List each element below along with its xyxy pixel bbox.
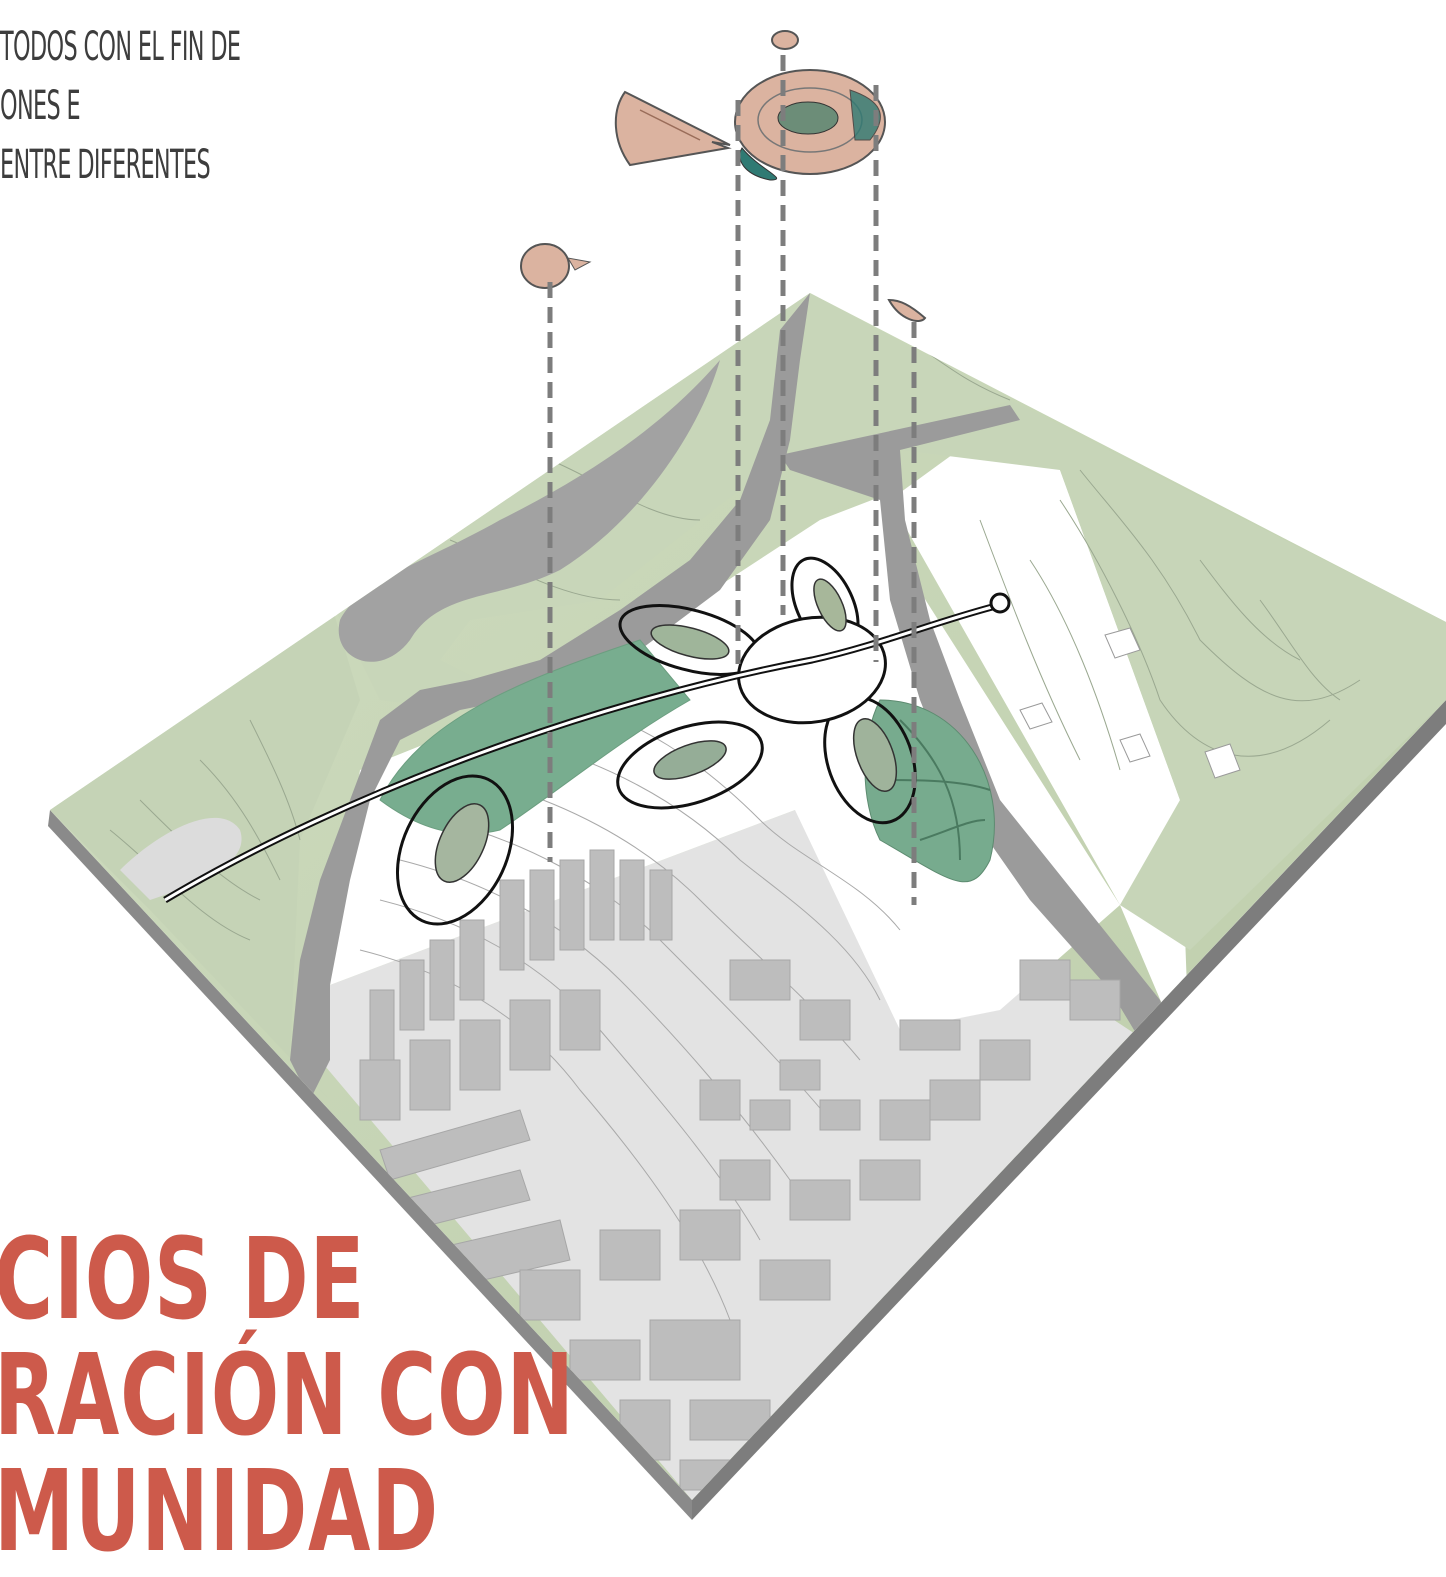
title-line-3: MUNIDAD (0, 1447, 439, 1577)
floating-floor-plans (520, 30, 927, 322)
road-east (780, 405, 1190, 1090)
site-axonometric-diagram (48, 30, 1446, 1520)
leaf-pavilion-interiors (434, 578, 898, 883)
road-curve (338, 360, 720, 662)
projection-lines (547, 55, 917, 905)
walkway-end-node (989, 592, 1011, 614)
green-terrain-north (330, 293, 1010, 720)
intro-text-block: TODOS CON EL FIN DE ONES E ENTRE DIFEREN… (0, 18, 241, 195)
urban-blocks (359, 849, 1121, 1491)
green-terrain-east (900, 400, 1446, 950)
road-west-spur (120, 817, 242, 900)
section-title: CIOS DE RACIÓN CON MUNIDAD (0, 1222, 575, 1570)
east-small-buildings (1019, 627, 1241, 779)
title-line-2: RACIÓN CON (0, 1331, 575, 1461)
plaza-east (864, 699, 995, 883)
intro-line-3: ENTRE DIFERENTES (0, 142, 211, 188)
intro-line-1: TODOS CON EL FIN DE (0, 24, 241, 70)
title-line-1: CIOS DE (0, 1215, 366, 1345)
site-base-side-left (48, 810, 692, 1520)
east-white-plot (890, 420, 1190, 1070)
floor-plan-wedge (614, 90, 732, 167)
intro-line-2: ONES E (0, 83, 81, 129)
site-base-side-right (692, 700, 1446, 1520)
